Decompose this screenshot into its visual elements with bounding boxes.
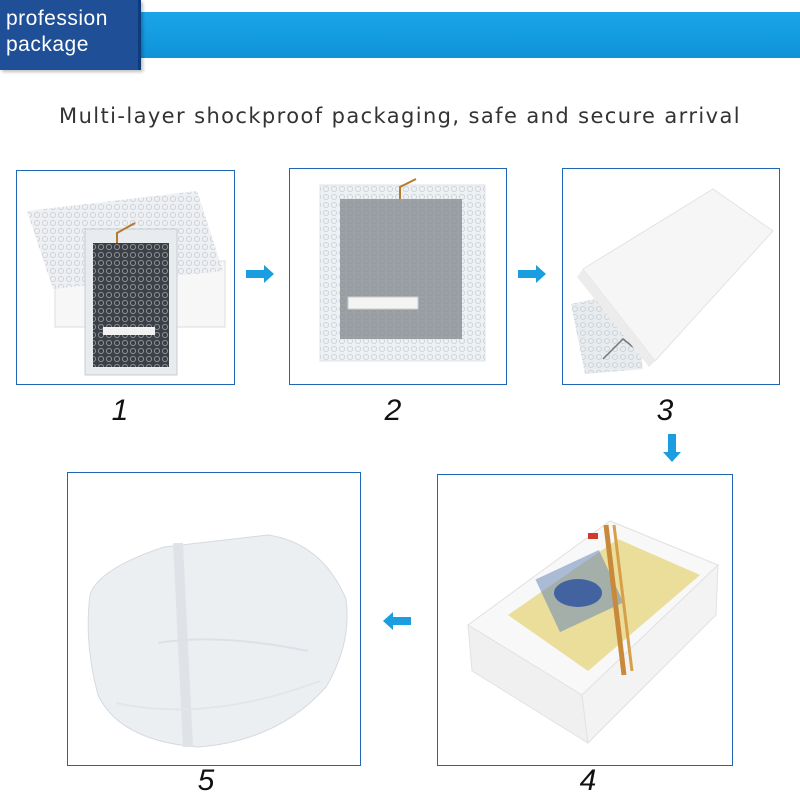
step-2-number: 2	[384, 394, 402, 427]
arrow-right-icon	[518, 265, 546, 283]
step-4-number: 4	[579, 764, 597, 797]
mailing-bag-image	[87, 534, 348, 748]
arrow-left-icon	[383, 612, 411, 630]
step-3-photo	[562, 168, 780, 385]
bubble-wrap-panel-image	[27, 191, 226, 376]
step-1-photo	[16, 170, 235, 385]
step-5-number: 5	[197, 764, 215, 797]
step-1-number: 1	[111, 394, 129, 427]
step-5-photo	[67, 472, 361, 766]
arrow-down-icon	[663, 434, 681, 462]
arrow-right-icon	[246, 265, 274, 283]
step-3-number: 3	[656, 394, 674, 427]
step-4-photo	[437, 474, 733, 766]
white-box-image	[571, 188, 774, 374]
tab-title-line1: profession	[6, 7, 108, 30]
taped-box-image	[467, 520, 719, 745]
section-tab: profession package	[0, 0, 141, 70]
page-subtitle: Multi-layer shockproof packaging, safe a…	[59, 104, 741, 128]
step-2-photo	[289, 168, 507, 385]
tab-title-line2: package	[6, 33, 89, 56]
bagged-panel-image	[318, 178, 488, 363]
